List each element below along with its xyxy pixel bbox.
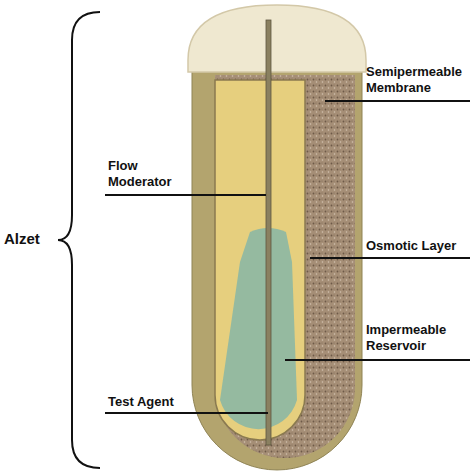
part-label: Impermeable Reservoir xyxy=(366,322,470,354)
product-name: Alzet xyxy=(4,231,54,247)
leader-line xyxy=(310,257,470,259)
pump-body xyxy=(192,60,362,470)
bracket xyxy=(58,12,100,468)
test-agent xyxy=(220,228,297,429)
part-label: Test Agent xyxy=(108,394,190,410)
leader-line xyxy=(325,100,470,102)
flow-moderator-tube xyxy=(266,20,271,445)
part-label: Semipermeable Membrane xyxy=(366,64,470,96)
leader-line xyxy=(105,194,266,196)
leader-line xyxy=(285,359,470,361)
part-label: Osmotic Layer xyxy=(366,238,472,254)
reservoir xyxy=(215,80,305,440)
pump-cap xyxy=(188,5,366,72)
part-label: Flow Moderator xyxy=(108,158,190,190)
leader-line xyxy=(105,412,268,414)
osmotic-layer xyxy=(215,75,355,458)
